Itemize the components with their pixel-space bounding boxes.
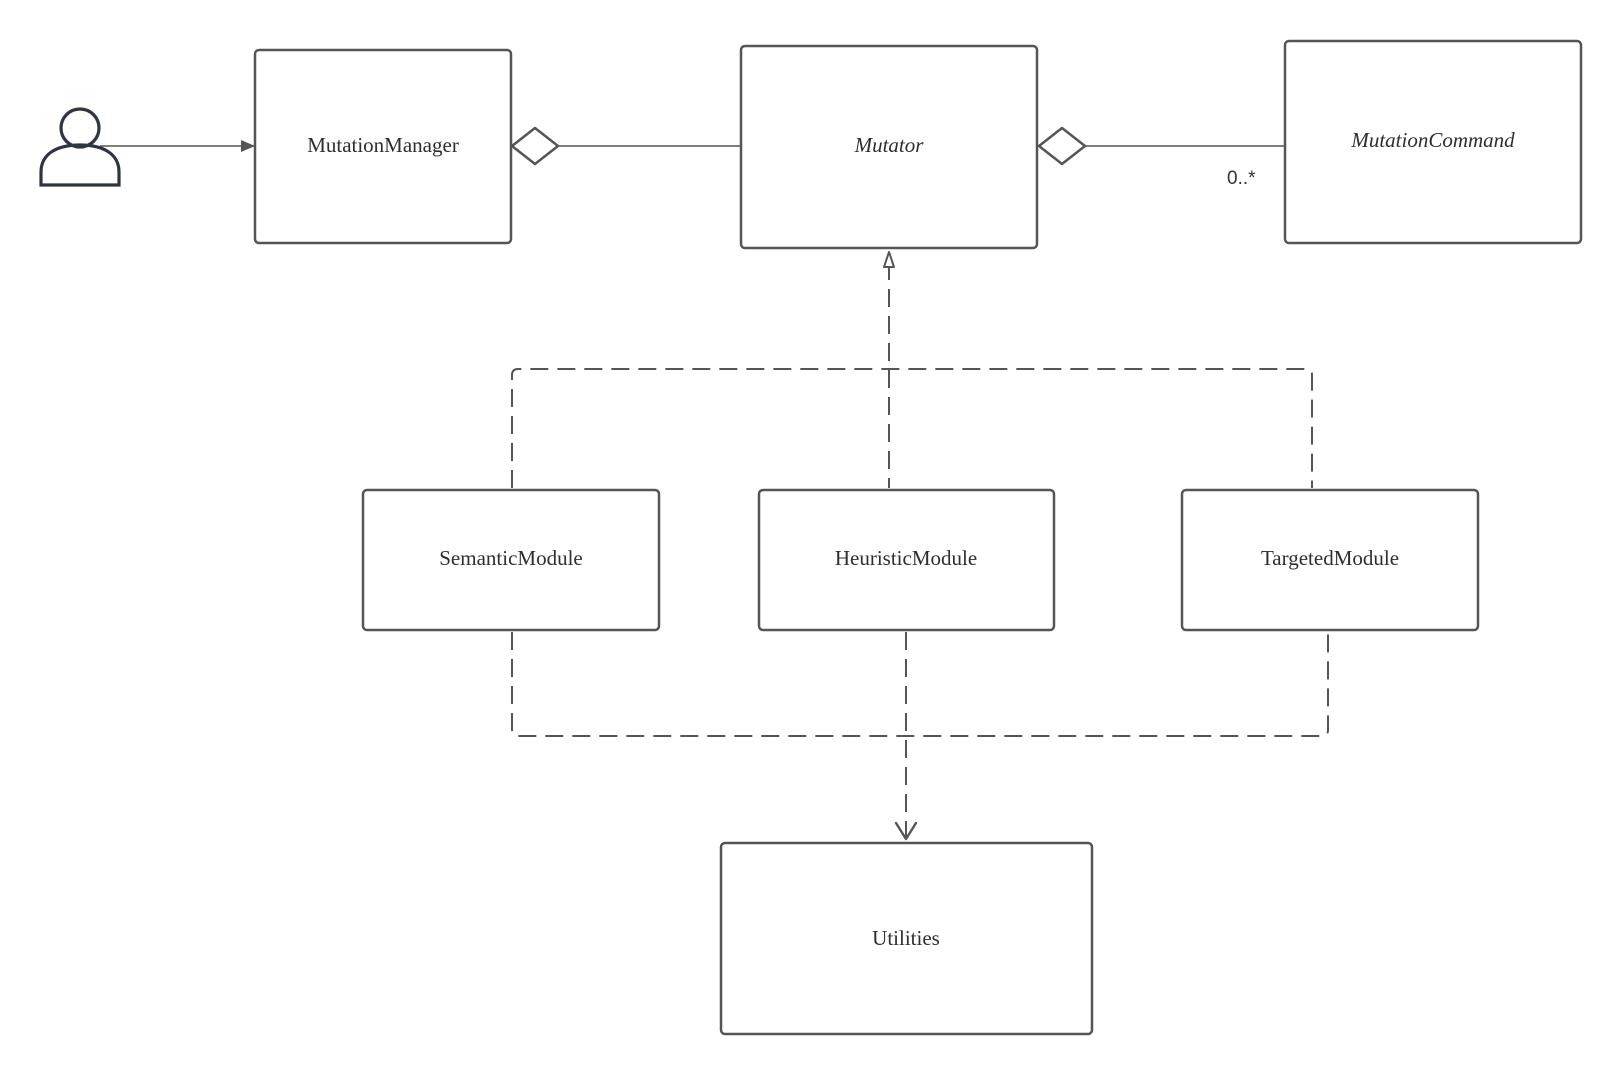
box-mutation-manager[interactable]: MutationManager (253, 48, 513, 245)
realization-connector (511, 262, 1313, 488)
realization-arrowhead-icon (883, 251, 895, 268)
box-label: MutationManager (307, 133, 459, 157)
box-label: SemanticModule (439, 546, 582, 570)
dependency-connector (511, 632, 1329, 838)
box-heuristic-module[interactable]: HeuristicModule (757, 488, 1056, 632)
multiplicity-label: 0..* (1227, 168, 1256, 189)
dependency-arrowhead-icon (894, 821, 918, 841)
box-label: TargetedModule (1261, 546, 1399, 570)
aggregation-diamond-icon (1037, 126, 1087, 166)
box-mutator[interactable]: Mutator (739, 44, 1039, 250)
box-label: Mutator (854, 133, 925, 157)
box-targeted-module[interactable]: TargetedModule (1180, 488, 1480, 632)
box-label: MutationCommand (1350, 128, 1515, 152)
user-icon (39, 107, 121, 187)
box-semantic-module[interactable]: SemanticModule (361, 488, 661, 632)
box-utilities[interactable]: Utilities (719, 841, 1094, 1036)
box-mutation-command[interactable]: MutationCommand (1283, 39, 1583, 245)
aggregation-diamond-icon (510, 126, 560, 166)
box-label: HeuristicModule (835, 546, 977, 570)
box-label: Utilities (872, 926, 940, 950)
